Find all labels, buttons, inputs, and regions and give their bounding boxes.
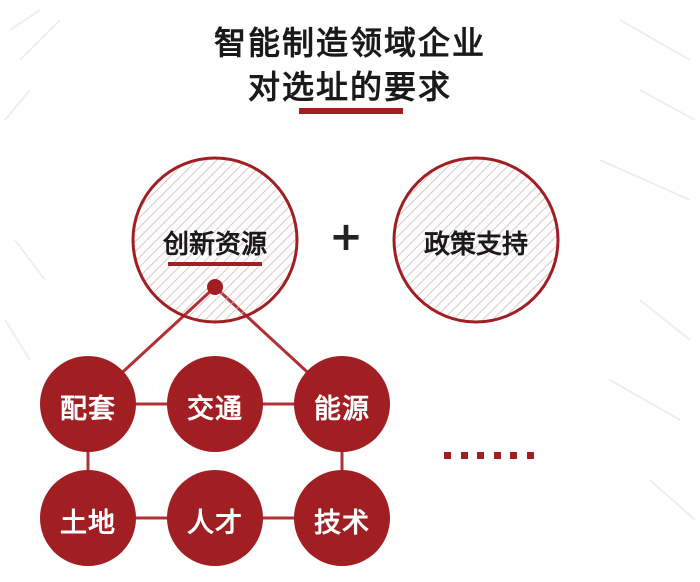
factor-node-tudi — [40, 470, 136, 566]
page-title-line-2: 对选址的要求 — [247, 68, 452, 106]
factor-node-rencai — [167, 470, 263, 566]
factor-node-jishu — [294, 470, 390, 566]
factor-node-peitao — [40, 356, 136, 452]
ellipsis-dot — [460, 452, 468, 459]
ellipsis-dot — [510, 452, 518, 459]
factor-label-rencai: 人才 — [187, 508, 243, 539]
factor-label-nengyuan: 能源 — [314, 394, 370, 425]
ellipsis-dot — [526, 452, 534, 459]
factor-label-peitao: 配套 — [60, 394, 116, 425]
policy-support-circle — [392, 156, 560, 324]
title-underline — [299, 108, 403, 114]
factor-node-jiaotong — [167, 356, 263, 452]
factor-label-tudi: 土地 — [60, 508, 116, 539]
ellipsis-dot — [477, 452, 485, 459]
factor-label-jiaotong: 交通 — [187, 394, 243, 425]
page-title-line-1: 智能制造领域企业 — [213, 24, 486, 62]
ellipsis-dot — [444, 452, 451, 459]
factor-label-jishu: 技术 — [314, 508, 370, 539]
ellipsis-dot — [493, 452, 501, 459]
innovation-resources-label: 创新资源 — [162, 230, 267, 260]
ellipsis-indicator — [444, 452, 534, 460]
innovation-resources-circle — [131, 156, 299, 324]
innovation-resources-underline — [168, 262, 262, 266]
plus-sign: + — [329, 214, 363, 260]
junction-dot — [207, 279, 223, 295]
policy-support-label: 政策支持 — [423, 230, 528, 260]
factor-node-nengyuan — [294, 356, 390, 452]
